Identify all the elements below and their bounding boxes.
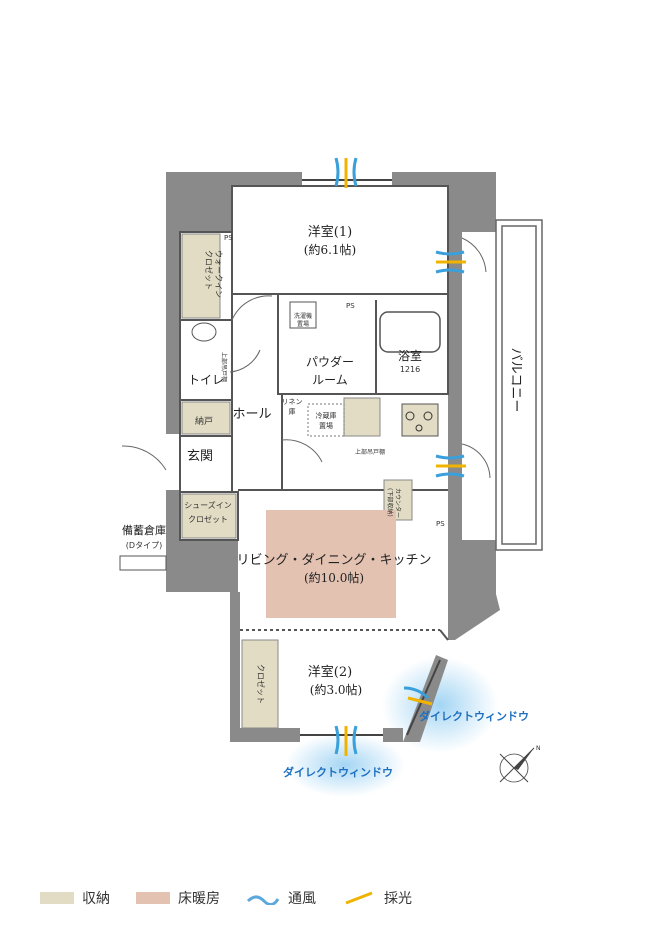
wind-icon (246, 895, 280, 905)
legend-label: 収納 (82, 891, 110, 907)
legend-item-daylight: 採光 (342, 888, 412, 908)
room-powder-2: ルーム (312, 373, 348, 387)
ventilation-marks (334, 157, 466, 756)
label-ps-3: PS (436, 520, 445, 528)
floor-heating-area (266, 510, 396, 618)
label-walkin: ウォークイン (214, 250, 223, 298)
storage-areas (181, 233, 413, 729)
label-ps-1: PS (224, 234, 233, 242)
label-upper-shelf-kitchen: 上部吊戸棚 (355, 448, 385, 456)
label-shoes: シューズイン (184, 500, 232, 510)
label-fridge-2: 置場 (319, 421, 333, 430)
label-washer: 洗濯機 (294, 312, 312, 320)
room-hall: ホール (232, 407, 271, 422)
balcony (495, 219, 543, 551)
label-ps-2: PS (346, 302, 355, 310)
label-upper-shelf-toilet: 上部吊戸棚 (220, 352, 228, 382)
label-washer-2: 置場 (297, 320, 309, 328)
fridge-space (307, 403, 345, 437)
legend-item-storage: 収納 (40, 888, 110, 908)
inner-walls (179, 185, 449, 641)
burner (415, 424, 423, 432)
label-direct-window-2: ダイレクトウィンドウ (419, 709, 529, 723)
legend-label: 採光 (384, 891, 412, 907)
room-western2-size: (約3.0帖) (310, 682, 362, 697)
label-counter-2: (下部収納) (386, 488, 394, 517)
room-western2: 洋室(2) (308, 664, 352, 680)
label-linen: リネン (282, 398, 303, 406)
room-western1: 洋室(1) (308, 224, 352, 240)
room-ldk: リビング・ダイニング・キッチン (236, 553, 431, 568)
label-reserve: 備蓄倉庫 (122, 523, 166, 537)
washer-space (289, 301, 317, 329)
legend-item-floor-heating: 床暖房 (136, 888, 220, 908)
label-walkin-2: クロゼット (204, 250, 214, 290)
legend-label: 通風 (288, 891, 316, 907)
legend-swatch (136, 892, 170, 904)
legend: 収納 床暖房 通風 採光 (40, 888, 438, 908)
label-nando: 納戸 (195, 415, 213, 427)
room-ldk-size: (約10.0帖) (304, 570, 364, 585)
room-toilet: トイレ (188, 373, 224, 387)
room-entrance: 玄関 (187, 449, 213, 464)
door-swings (121, 237, 491, 479)
label-counter: カウンター (394, 488, 402, 518)
light-icon (345, 891, 373, 905)
walls (166, 172, 500, 742)
bathtub (379, 311, 441, 353)
label-shoes-2: クロゼット (188, 514, 228, 524)
label-closet: クロゼット (256, 664, 266, 704)
room-bath: 浴室 (398, 348, 422, 363)
label-fridge: 冷蔵庫 (316, 411, 337, 420)
label-linen-2: 庫 (289, 407, 296, 416)
reserve-storage-wall (119, 555, 167, 571)
legend-swatch (40, 892, 74, 904)
label-direct-window-1: ダイレクトウィンドウ (283, 765, 393, 779)
room-powder: パウダー (306, 354, 354, 369)
compass-north: N (536, 745, 541, 752)
window-glow (285, 733, 405, 797)
compass-icon (499, 747, 535, 783)
room-bath-size: 1216 (400, 365, 420, 374)
burner (423, 411, 433, 421)
label-reserve-type: (Dタイプ) (126, 541, 162, 550)
burner (405, 411, 415, 421)
room-western1-size: (約6.1帖) (304, 242, 356, 257)
toilet-bowl (191, 322, 217, 342)
legend-item-ventilation: 通風 (246, 888, 316, 908)
legend-label: 床暖房 (178, 891, 220, 907)
room-balcony: バルコニー (508, 348, 523, 413)
windows (300, 179, 441, 736)
